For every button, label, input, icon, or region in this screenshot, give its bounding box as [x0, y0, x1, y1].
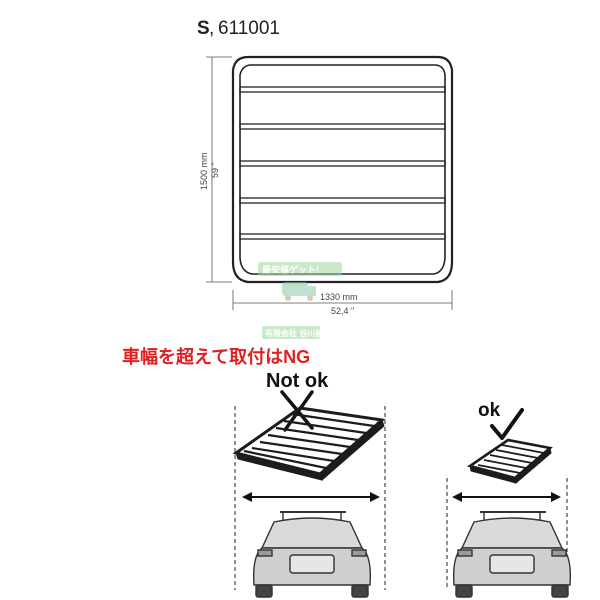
check-mark-icon	[490, 408, 524, 440]
width-dimension	[232, 290, 453, 310]
rack-top-view	[231, 55, 454, 284]
width-mm-label: 1330 mm	[320, 292, 358, 302]
header-separator: ,	[209, 18, 214, 39]
not-ok-width-guides	[234, 406, 386, 590]
large-rack-perspective	[232, 406, 386, 481]
small-rack-perspective	[466, 438, 553, 484]
truck-icon	[282, 282, 316, 301]
height-mm-label: 1500 mm	[199, 152, 209, 190]
ok-width-arrow	[452, 492, 561, 502]
car-rear-left	[252, 511, 372, 598]
height-dimension	[206, 56, 232, 283]
rack-slats	[239, 86, 446, 240]
car-rear-right	[452, 511, 572, 598]
ok-label: ok	[478, 400, 501, 421]
not-ok-width-arrow	[242, 492, 380, 502]
watermark-line1: 最安値ゲット!	[262, 264, 319, 275]
height-in-label: 59 "	[210, 162, 220, 178]
size-letter: S	[197, 18, 210, 39]
not-ok-label: Not ok	[266, 370, 329, 392]
model-number: 611001	[218, 18, 280, 39]
width-in-label: 52,4 "	[331, 306, 354, 316]
watermark-stamp: 最安値ゲット! 有限会社 谷川屋	[258, 262, 342, 339]
warning-text: 車幅を超えて取付はNG	[122, 346, 310, 367]
watermark-line2: 有限会社 谷川屋	[265, 328, 323, 338]
